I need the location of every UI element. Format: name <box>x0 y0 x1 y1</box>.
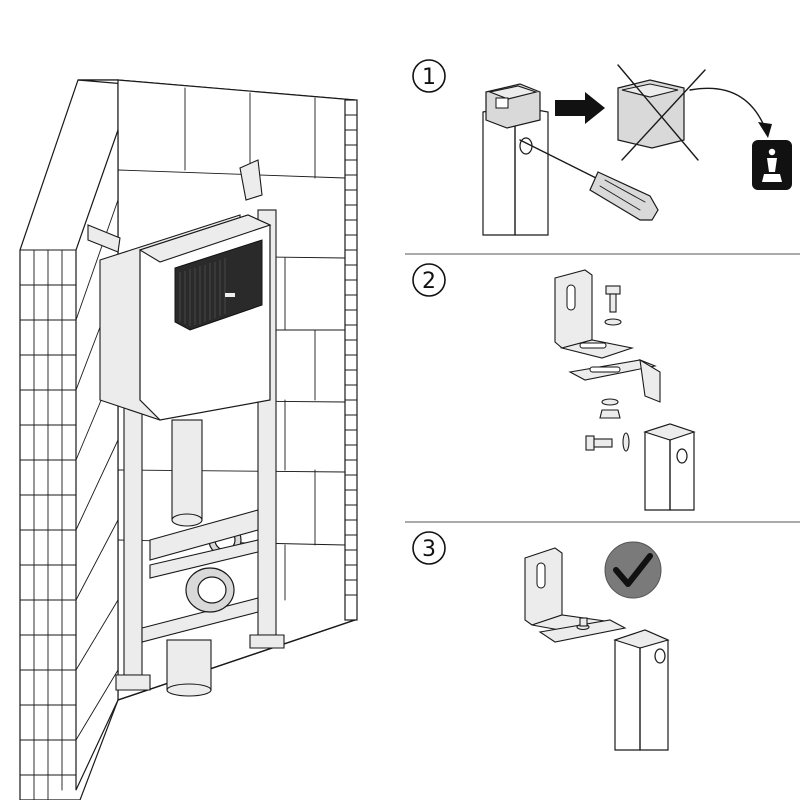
arrow-right-icon <box>555 92 605 124</box>
plastic-cap <box>485 83 541 129</box>
step-2: 2 <box>412 263 696 511</box>
screwdriver-icon <box>519 139 659 221</box>
wall-corner-illustration <box>19 79 358 800</box>
step-number-badge <box>412 59 446 93</box>
slotted-plate <box>568 358 661 403</box>
nut <box>599 409 621 419</box>
frame-tube <box>643 423 696 511</box>
bolt <box>604 285 622 326</box>
assembled-bracket <box>524 547 627 643</box>
step-3: 3 <box>412 531 670 751</box>
side-bolt <box>585 432 630 452</box>
step-1: 1 <box>412 59 792 236</box>
trash-bin-icon <box>752 140 792 190</box>
installation-frame <box>87 159 285 697</box>
washer <box>601 398 619 406</box>
step-number: 2 <box>422 269 436 294</box>
step-number-badge <box>412 263 446 297</box>
curved-arrow-icon <box>689 87 766 129</box>
step-number: 1 <box>422 65 436 90</box>
step-number: 3 <box>422 537 436 562</box>
step-number-badge <box>412 531 446 565</box>
frame-tube <box>613 629 670 751</box>
crossed-out-icon <box>617 64 706 161</box>
angle-bracket <box>554 269 635 359</box>
checkmark-badge-icon <box>604 541 662 599</box>
